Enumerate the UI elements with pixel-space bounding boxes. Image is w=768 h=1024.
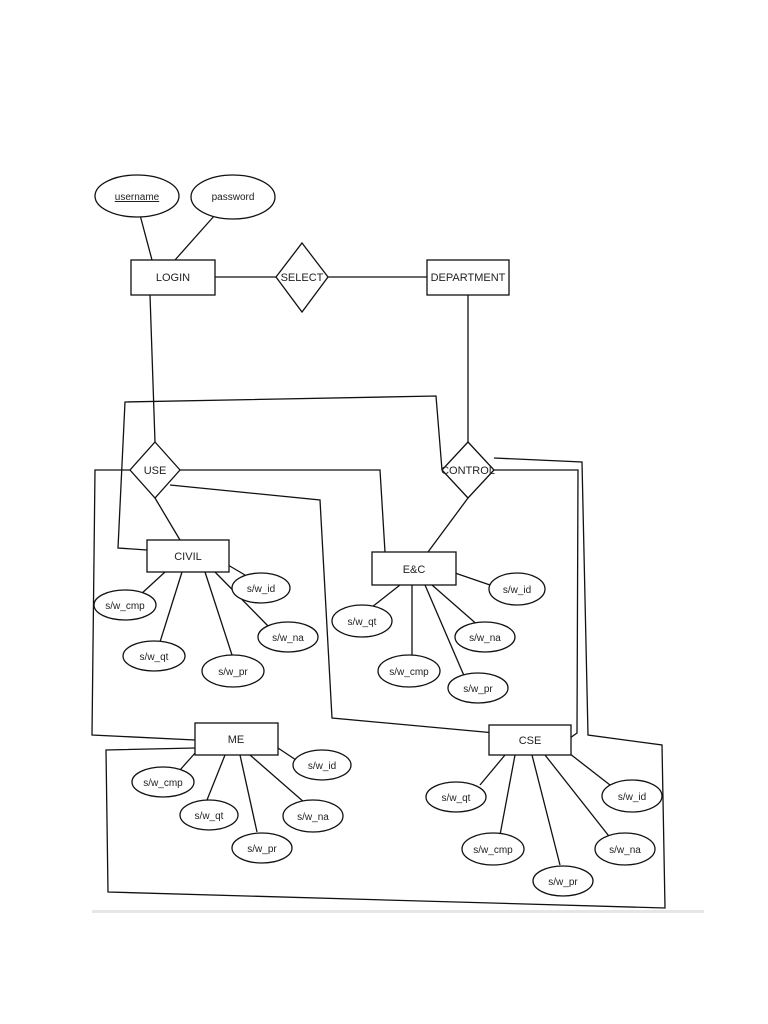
line-me-swqt <box>204 754 226 806</box>
line-use-civil <box>154 497 181 541</box>
svg-text:SELECT: SELECT <box>281 272 324 284</box>
entity-cse: CSE <box>488 724 572 756</box>
line-use-ec <box>180 469 386 553</box>
svg-text:s/w_cmp: s/w_cmp <box>389 667 429 678</box>
line-ec-swqt <box>371 584 401 608</box>
svg-text:s/w_id: s/w_id <box>308 761 336 772</box>
svg-text:s/w_cmp: s/w_cmp <box>473 845 513 856</box>
line-me-swcmp <box>179 751 197 771</box>
line-control-ec <box>427 497 469 553</box>
line-cse-swpr <box>531 754 561 866</box>
civil-attribute-swid: s/w_id <box>231 572 291 604</box>
attribute-username: username <box>94 174 180 218</box>
line-ec-swid <box>454 572 491 586</box>
line-cse-swqt <box>479 754 506 786</box>
svg-text:s/w_qt: s/w_qt <box>195 811 224 822</box>
line-use-cse <box>169 484 496 734</box>
svg-text:s/w_na: s/w_na <box>469 633 501 644</box>
entity-login: LOGIN <box>130 259 216 296</box>
svg-text:s/w_cmp: s/w_cmp <box>143 778 183 789</box>
line-ec-swpr <box>424 584 466 679</box>
line-cse-swcmp <box>499 754 516 836</box>
svg-text:s/w_qt: s/w_qt <box>348 617 377 628</box>
svg-text:CIVIL: CIVIL <box>174 551 202 563</box>
line-civil-swid <box>227 564 246 576</box>
line-login-use <box>149 294 156 443</box>
line-civil-swcmp <box>139 571 166 596</box>
line-control-me <box>105 457 666 909</box>
me-attribute-swqt: s/w_qt <box>179 799 239 831</box>
svg-text:s/w_na: s/w_na <box>272 633 304 644</box>
line-me-swpr <box>239 754 258 833</box>
relationship-use: USE <box>129 441 181 499</box>
svg-text:ME: ME <box>228 734 245 746</box>
connector-lines <box>91 214 666 909</box>
line-control-cse <box>494 469 579 739</box>
line-ec-swna <box>431 584 481 628</box>
svg-text:s/w_id: s/w_id <box>503 585 531 596</box>
svg-text:username: username <box>115 192 160 203</box>
line-password-login <box>174 214 216 261</box>
line-me-swid <box>277 747 297 761</box>
line-civil-swqt <box>159 571 183 643</box>
svg-text:s/w_pr: s/w_pr <box>218 667 248 678</box>
svg-text:s/w_pr: s/w_pr <box>247 844 277 855</box>
line-cse-swna <box>544 754 613 841</box>
attribute-password: password <box>190 174 276 220</box>
svg-text:USE: USE <box>144 465 167 477</box>
entity-department: DEPARTMENT <box>426 259 510 296</box>
svg-text:s/w_id: s/w_id <box>618 792 646 803</box>
line-use-me <box>91 469 196 741</box>
page-edge <box>92 910 704 913</box>
entity-ec: E&C <box>371 551 457 586</box>
ec-attribute-swid: s/w_id <box>488 572 546 606</box>
svg-text:s/w_cmp: s/w_cmp <box>105 601 145 612</box>
ec-attribute-swqt: s/w_qt <box>331 604 393 638</box>
me-attribute-swcmp: s/w_cmp <box>131 766 195 798</box>
line-username-login <box>139 214 153 261</box>
civil-attribute-swqt: s/w_qt <box>122 640 186 672</box>
svg-text:s/w_qt: s/w_qt <box>140 652 169 663</box>
civil-attribute-swcmp: s/w_cmp <box>93 589 157 621</box>
svg-text:s/w_pr: s/w_pr <box>548 877 578 888</box>
entity-me: ME <box>194 722 279 756</box>
me-attribute-swna: s/w_na <box>282 799 344 833</box>
svg-text:s/w_na: s/w_na <box>609 845 641 856</box>
relationship-select: SELECT <box>275 241 329 314</box>
line-control-civil <box>117 395 443 551</box>
line-me-swna <box>249 754 306 804</box>
ec-attribute-swcmp: s/w_cmp <box>377 654 441 688</box>
civil-attribute-swna: s/w_na <box>257 621 319 653</box>
svg-text:password: password <box>212 192 255 203</box>
me-attribute-swpr: s/w_pr <box>231 832 293 864</box>
cse-attribute-swcmp: s/w_cmp <box>461 832 525 866</box>
ec-attribute-swpr: s/w_pr <box>447 672 509 704</box>
cse-attribute-swpr: s/w_pr <box>532 865 594 897</box>
svg-text:s/w_pr: s/w_pr <box>463 684 493 695</box>
line-civil-swpr <box>204 571 233 656</box>
me-attribute-swid: s/w_id <box>292 749 352 781</box>
svg-text:CSE: CSE <box>519 735 542 747</box>
relationship-control: CONTROL <box>441 441 495 499</box>
line-cse-swid <box>564 749 611 786</box>
entity-civil: CIVIL <box>146 539 230 573</box>
cse-attribute-swqt: s/w_qt <box>425 781 487 813</box>
svg-text:s/w_na: s/w_na <box>297 812 329 823</box>
svg-text:DEPARTMENT: DEPARTMENT <box>431 272 506 284</box>
svg-text:s/w_qt: s/w_qt <box>442 793 471 804</box>
svg-text:E&C: E&C <box>403 564 426 576</box>
cse-attribute-swna: s/w_na <box>594 832 656 866</box>
svg-text:LOGIN: LOGIN <box>156 272 190 284</box>
civil-attribute-swpr: s/w_pr <box>201 654 265 688</box>
svg-text:s/w_id: s/w_id <box>247 584 275 595</box>
svg-text:CONTROL: CONTROL <box>441 465 495 477</box>
ec-attribute-swna: s/w_na <box>454 621 516 653</box>
cse-attribute-swid: s/w_id <box>601 779 663 813</box>
